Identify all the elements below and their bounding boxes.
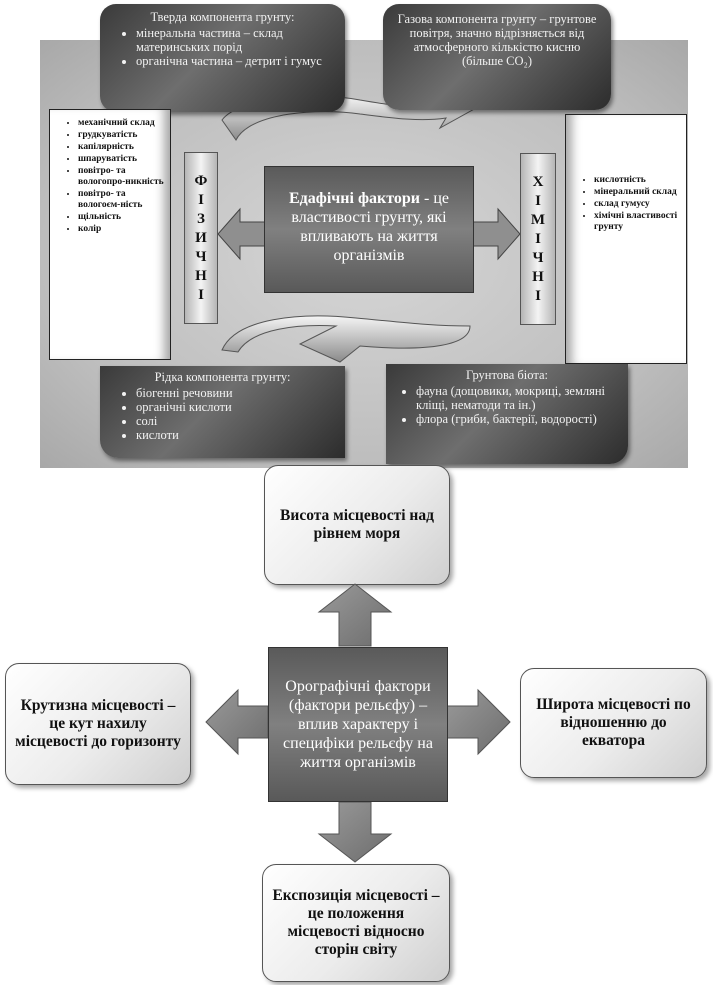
list-item: фауна (дощовики, мокриці, земляні кліщі,… [416, 384, 620, 412]
list-item: кислоти [136, 428, 339, 442]
physical-properties-box: механічний склад грудкуватість капілярні… [49, 109, 171, 360]
physical-letter: З [197, 210, 205, 227]
physical-letter: Н [195, 267, 207, 284]
list-item: флора (гриби, бактерії, водорості) [416, 412, 620, 426]
chemical-letter: Ч [532, 249, 544, 266]
arrow-down [317, 801, 393, 863]
altitude-box: Висота місцевості над рівнем моря [264, 465, 450, 585]
list-item: кислотність [594, 175, 682, 186]
arrow-up [317, 583, 393, 647]
gas-component-box: Газова компонента грунту – грунтове пові… [383, 4, 611, 110]
list-item: колір [78, 224, 166, 235]
gas-component-text: Газова компонента грунту – грунтове пові… [397, 12, 597, 68]
chemical-letter: М [530, 211, 546, 228]
list-item: солі [136, 414, 339, 428]
solid-component-title: Тверда компонента грунту: [150, 10, 295, 24]
solid-component-box: Тверда компонента грунту: мінеральна час… [100, 4, 345, 112]
liquid-component-box: Рідка компонента грунту: біогенні речови… [100, 366, 345, 458]
physical-properties-list: механічний склад грудкуватість капілярні… [50, 118, 166, 235]
soil-biota-title: Грунтова біота: [466, 368, 548, 382]
exposure-text: Експозиція місцевості – це положення міс… [272, 887, 440, 958]
solid-component-list: мінеральна частина – склад материнських … [106, 26, 339, 68]
edaphic-right-arrow [472, 207, 520, 261]
liquid-component-list: біогенні речовини органічні кислоти солі… [106, 386, 339, 442]
list-item: органічна частина – детрит і гумус [136, 54, 339, 68]
list-item: щільність [78, 212, 166, 223]
physical-letter: Ф [194, 172, 208, 189]
list-item: шпаруватість [78, 154, 166, 165]
steepness-text: Крутизна місцевості – це кут нахилу місц… [15, 697, 181, 750]
list-item: повітро- та вологоєм-ність [78, 189, 166, 211]
chemical-label: Х І М І Ч Н І [520, 153, 556, 325]
liquid-component-title: Рідка компонента грунту: [154, 370, 291, 384]
latitude-box: Широта місцевості по відношенню до екват… [520, 668, 707, 778]
chemical-letter: Н [532, 268, 544, 285]
physical-label: Ф І З И Ч Н І [184, 152, 218, 324]
steepness-box: Крутизна місцевості – це кут нахилу місц… [5, 663, 191, 785]
list-item: мінеральний склад [594, 187, 682, 198]
list-item: механічний склад [78, 118, 166, 129]
edaphic-left-arrow [218, 207, 266, 261]
list-item: хімічні властивості грунту [594, 211, 682, 233]
soil-biota-box: Грунтова біота: фауна (дощовики, мокриці… [386, 364, 628, 464]
list-item: повітро- та вологопро-никність [78, 166, 166, 188]
list-item: біогенні речовини [136, 386, 339, 400]
edaphic-factors-title: Едафічні фактори [288, 190, 421, 207]
latitude-text: Широта місцевості по відношенню до екват… [536, 696, 691, 749]
chemical-properties-box: кислотність мінеральний склад склад гуму… [565, 114, 687, 364]
physical-letter: Ч [195, 248, 207, 265]
list-item: капілярність [78, 142, 166, 153]
orographic-factors-box: Орографічні фактори (фактори рельєфу) – … [268, 647, 448, 802]
edaphic-factors-box: Едафічні фактори - це властивості грунту… [264, 166, 474, 293]
orographic-factors-text: Орографічні фактори (фактори рельєфу) – … [283, 678, 433, 771]
altitude-text: Висота місцевості над рівнем моря [280, 507, 434, 542]
soil-biota-list: фауна (дощовики, мокриці, земляні кліщі,… [394, 384, 620, 426]
physical-letter: І [198, 191, 204, 208]
chemical-letter: І [535, 230, 541, 247]
arrow-left [205, 688, 269, 756]
chemical-letter: Х [532, 173, 544, 190]
arrow-right [445, 688, 511, 756]
swirl-bottom [221, 315, 471, 363]
chemical-letter: І [535, 287, 541, 304]
edaphic-factors-text: Едафічні фактори - це властивості грунту… [273, 189, 465, 265]
physical-letter: І [198, 286, 204, 303]
chemical-properties-list: кислотність мінеральний склад склад гуму… [566, 175, 682, 233]
exposure-box: Експозиція місцевості – це положення міс… [262, 864, 450, 982]
list-item: склад гумусу [594, 199, 682, 210]
chemical-letter: І [535, 192, 541, 209]
edaphic-factors-definition: - це властивості грунту, які впливають н… [291, 190, 450, 264]
list-item: грудкуватість [78, 130, 166, 141]
list-item: органічні кислоти [136, 400, 339, 414]
physical-letter: И [195, 229, 207, 246]
list-item: мінеральна частина – склад материнських … [136, 26, 339, 54]
orographic-arrows [205, 583, 511, 863]
